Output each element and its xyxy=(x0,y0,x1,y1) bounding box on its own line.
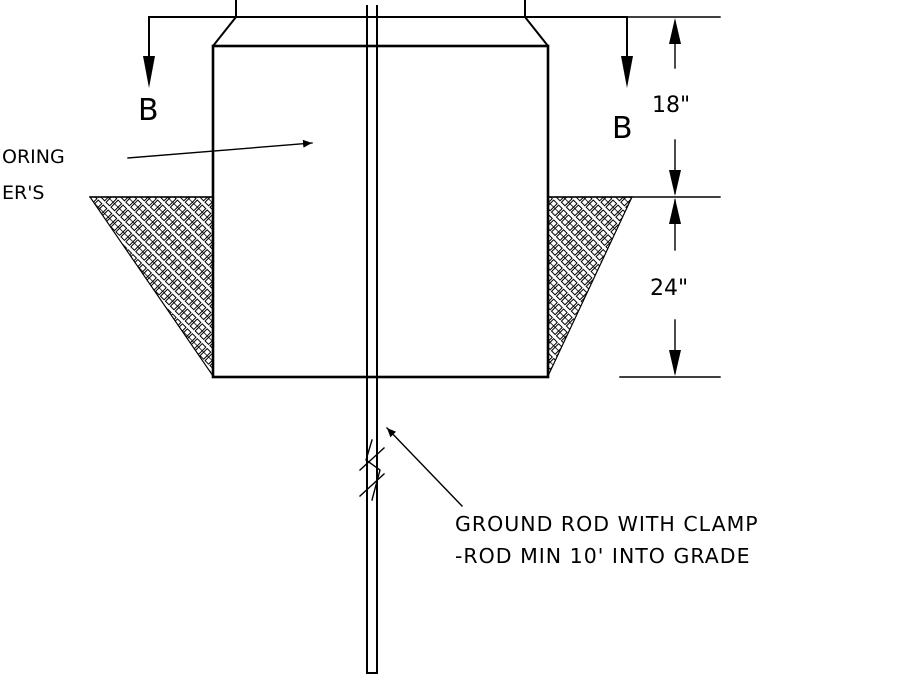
concrete-foundation xyxy=(211,44,550,379)
ground-rod-break-symbol xyxy=(359,439,385,501)
soil-hatch-left xyxy=(88,196,214,378)
dim-arrow-18-bottom xyxy=(669,170,681,196)
ground-rod-note-line-1: GROUND ROD WITH CLAMP xyxy=(455,512,759,536)
dim-arrow-18-top xyxy=(669,18,681,44)
dimension-18-label: 18" xyxy=(652,93,690,118)
left-note-line-2: ER'S xyxy=(2,182,45,204)
soil-hatch-right xyxy=(547,196,633,377)
foundation-chamfer-top xyxy=(211,16,550,48)
section-label-right: B xyxy=(612,111,633,146)
ground-rod-note-leader xyxy=(386,427,463,507)
dim-arrow-24-bottom xyxy=(669,350,681,376)
left-note-leader xyxy=(127,139,313,159)
ground-rod-note-line-2: -ROD MIN 10' INTO GRADE xyxy=(455,544,751,568)
section-arrow-right-head xyxy=(621,56,633,88)
dimension-24-label: 24" xyxy=(650,276,688,301)
dim-arrow-24-top xyxy=(669,198,681,224)
section-arrow-left-head xyxy=(143,56,155,88)
left-note-line-1: ORING xyxy=(2,146,65,168)
section-label-left: B xyxy=(138,93,159,128)
